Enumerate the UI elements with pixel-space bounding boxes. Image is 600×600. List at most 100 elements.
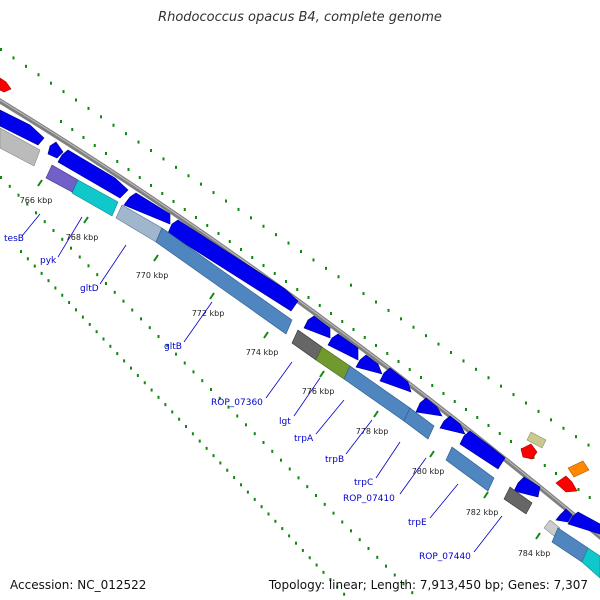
guide-dot [175,352,177,356]
tick-mark [83,216,89,224]
guide-dot [200,182,202,186]
forward-gene[interactable] [355,354,383,375]
guide-dot [68,301,71,305]
guide-dot [113,290,116,294]
reverse-gene[interactable] [0,77,12,93]
guide-dot [237,207,240,211]
guide-dot [555,472,557,475]
forward-gene[interactable] [303,315,331,339]
forward-gene[interactable] [123,192,171,225]
guide-dot [588,496,591,499]
tick-mark [263,331,269,339]
cds-block[interactable] [403,407,435,440]
reverse-gene[interactable] [567,460,590,478]
cds-block[interactable] [155,227,293,335]
forward-gene[interactable] [167,219,299,312]
guide-dot [210,388,212,391]
leader-line [265,361,293,399]
gene-label[interactable]: trpA [294,434,314,444]
reverse-gene[interactable] [526,431,547,449]
tick-label: 768 kbp [66,233,99,242]
gene-label[interactable]: gltD [80,284,99,294]
guide-dot [35,211,37,215]
leader-line [183,301,213,343]
guide-dot [191,432,194,436]
guide-dot [322,570,325,574]
gene-label[interactable]: pyk [40,256,57,266]
forward-gene[interactable] [327,333,359,361]
gene-label[interactable]: trpB [325,455,344,465]
cds-block[interactable] [291,329,323,361]
forward-gene[interactable] [415,397,443,417]
forward-gene[interactable] [555,508,573,523]
tick-mark [319,370,325,378]
forward-gene[interactable] [459,430,506,470]
cds-block[interactable] [581,547,600,579]
guide-dot [393,573,396,577]
guide-dot [273,272,276,275]
gene-label[interactable]: ROP_07410 [343,494,395,504]
guide-dot [25,64,27,68]
guide-dot [171,410,174,414]
gene-label[interactable]: trpC [354,478,373,488]
guide-dot [537,409,540,413]
reverse-gene[interactable] [555,475,578,493]
guide-dot [408,368,411,371]
topology-text: Topology: linear; Length: 7,913,450 bp; … [268,578,588,592]
tick-label: 782 kbp [466,508,499,517]
guide-dot [218,396,221,400]
gene-label[interactable]: lgt [279,417,291,427]
gene-label[interactable]: gltB [164,342,182,352]
cds-block[interactable] [71,179,119,217]
gene-label[interactable]: ROP_07440 [419,552,471,562]
cds-block[interactable] [503,486,533,515]
guide-dot [150,388,153,392]
tick-label: 772 kbp [192,309,225,318]
forward-gene[interactable] [513,476,541,498]
gene-label[interactable]: trpE [408,518,427,528]
guide-dot [476,416,479,419]
guide-dot [512,393,515,397]
cds-block[interactable] [445,446,495,492]
guide-dot [95,330,98,334]
forward-gene[interactable] [0,109,45,146]
tick-mark [483,491,489,499]
tick-mark [37,179,43,187]
forward-gene[interactable] [47,141,64,159]
guide-dot [102,337,105,341]
guide-dot [140,317,142,321]
tick-mark [153,254,159,262]
guide-dot [20,250,22,253]
guide-dot [275,233,277,237]
leader-line [429,483,459,519]
cds-block[interactable] [0,127,41,167]
guide-dot [33,264,36,268]
guide-dot [70,246,72,250]
forward-gene[interactable] [379,367,412,393]
reverse-gene[interactable] [520,443,538,460]
guide-dot [315,494,317,497]
guide-dot [412,325,415,329]
gene-label[interactable]: ROP_07360 [211,398,263,408]
forward-gene[interactable] [439,415,466,435]
guide-dot [227,405,230,409]
guide-dot [226,468,229,472]
forward-gene[interactable] [567,511,600,535]
cds-block[interactable] [551,527,589,563]
guide-dot [253,432,256,436]
gene-label[interactable]: tesB [4,234,24,244]
guide-dot [332,511,335,515]
cds-block[interactable] [45,164,79,193]
guide-dot [183,361,186,365]
guide-dot [82,136,85,139]
guide-dot [212,191,215,195]
guide-dot [43,220,46,224]
guide-dot [453,400,456,403]
forward-gene[interactable] [57,149,129,199]
tick-label: 774 kbp [246,348,279,357]
tick-label: 778 kbp [356,427,389,436]
guide-dot [122,299,125,303]
guide-dot [329,578,332,582]
